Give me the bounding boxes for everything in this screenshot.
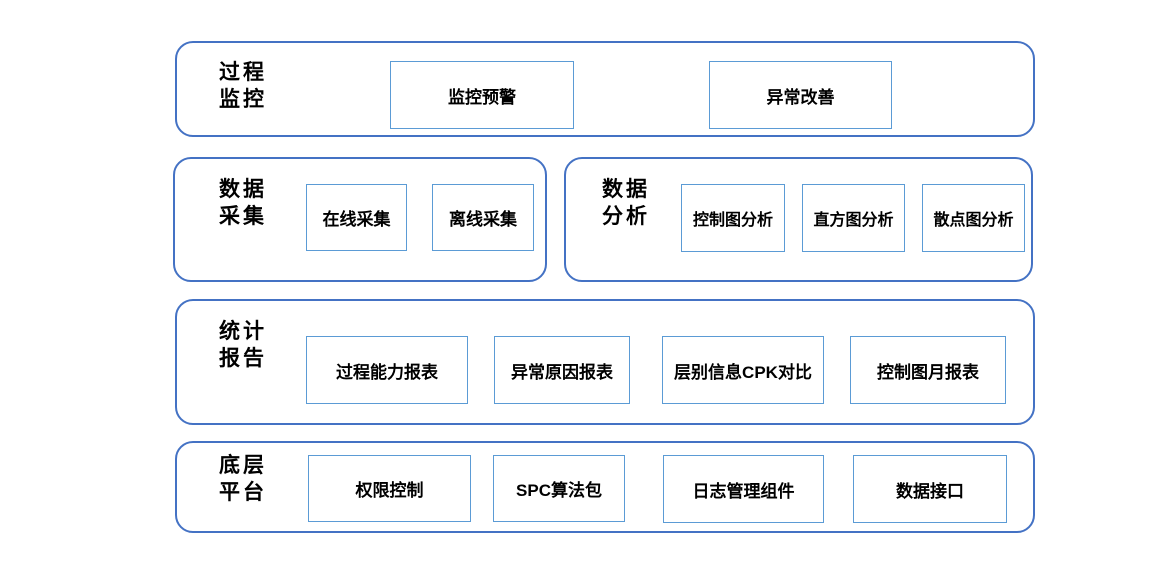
box-data-interface: 数据接口 <box>853 455 1007 523</box>
layer-statistical-reports: 统计 报告 过程能力报表 异常原因报表 层别信息CPK对比 控制图月报表 <box>175 299 1035 425</box>
layer-label-data-analysis: 数据 分析 <box>602 175 650 229</box>
box-label: SPC算法包 <box>516 481 602 500</box>
box-log-management-component: 日志管理组件 <box>663 455 824 523</box>
box-process-capability-report: 过程能力报表 <box>306 336 468 404</box>
layer-label-line: 底层 <box>219 452 267 477</box>
box-control-chart-monthly-report: 控制图月报表 <box>850 336 1006 404</box>
box-control-chart-analysis: 控制图分析 <box>681 184 785 252</box>
layer-label-base-platform: 底层 平台 <box>219 451 267 505</box>
box-monitor-warning: 监控预警 <box>390 61 574 129</box>
box-histogram-analysis: 直方图分析 <box>802 184 905 252</box>
box-label: 日志管理组件 <box>692 481 795 501</box>
box-label: 异常改善 <box>766 87 835 107</box>
box-label: 在线采集 <box>322 210 391 229</box>
layer-label-line: 平台 <box>219 479 267 504</box>
box-label: 监控预警 <box>448 87 516 107</box>
layer-data-collection: 数据 采集 在线采集 离线采集 <box>173 157 547 282</box>
box-label: 控制图月报表 <box>877 362 979 382</box>
layer-label-line: 分析 <box>602 203 650 228</box>
box-label: 控制图分析 <box>692 212 773 229</box>
layer-label-line: 采集 <box>219 203 267 228</box>
box-label: 数据接口 <box>896 481 964 501</box>
box-label: 过程能力报表 <box>336 362 438 382</box>
box-anomaly-improvement: 异常改善 <box>709 61 892 129</box>
layer-label-line: 报告 <box>219 345 267 370</box>
layer-label-statistical-reports: 统计 报告 <box>219 317 267 371</box>
box-label: 离线采集 <box>449 210 517 229</box>
layer-label-line: 过程 <box>219 59 267 84</box>
box-spc-algorithm-package: SPC算法包 <box>493 455 625 522</box>
box-permission-control: 权限控制 <box>308 455 471 522</box>
layer-data-analysis: 数据 分析 控制图分析 直方图分析 散点图分析 <box>564 157 1033 282</box>
layer-process-monitoring: 过程 监控 监控预警 异常改善 <box>175 41 1035 137</box>
box-label: 散点图分析 <box>933 212 1014 229</box>
layer-base-platform: 底层 平台 权限控制 SPC算法包 日志管理组件 数据接口 <box>175 441 1035 533</box>
box-offline-collection: 离线采集 <box>432 184 534 251</box>
box-online-collection: 在线采集 <box>306 184 407 251</box>
box-anomaly-cause-report: 异常原因报表 <box>494 336 630 404</box>
box-label: 直方图分析 <box>813 212 894 229</box>
layer-label-process-monitoring: 过程 监控 <box>219 58 267 112</box>
layer-label-line: 统计 <box>219 318 267 343</box>
box-label: 层别信息CPK对比 <box>674 362 812 382</box>
layer-label-line: 监控 <box>219 86 267 111</box>
layer-label-line: 数据 <box>219 176 267 201</box>
box-scatter-plot-analysis: 散点图分析 <box>922 184 1025 252</box>
layer-label-data-collection: 数据 采集 <box>219 175 267 229</box>
box-label: 权限控制 <box>355 481 424 500</box>
box-label: 异常原因报表 <box>511 362 613 382</box>
layer-label-line: 数据 <box>602 176 650 201</box>
box-stratified-cpk-comparison: 层别信息CPK对比 <box>662 336 824 404</box>
